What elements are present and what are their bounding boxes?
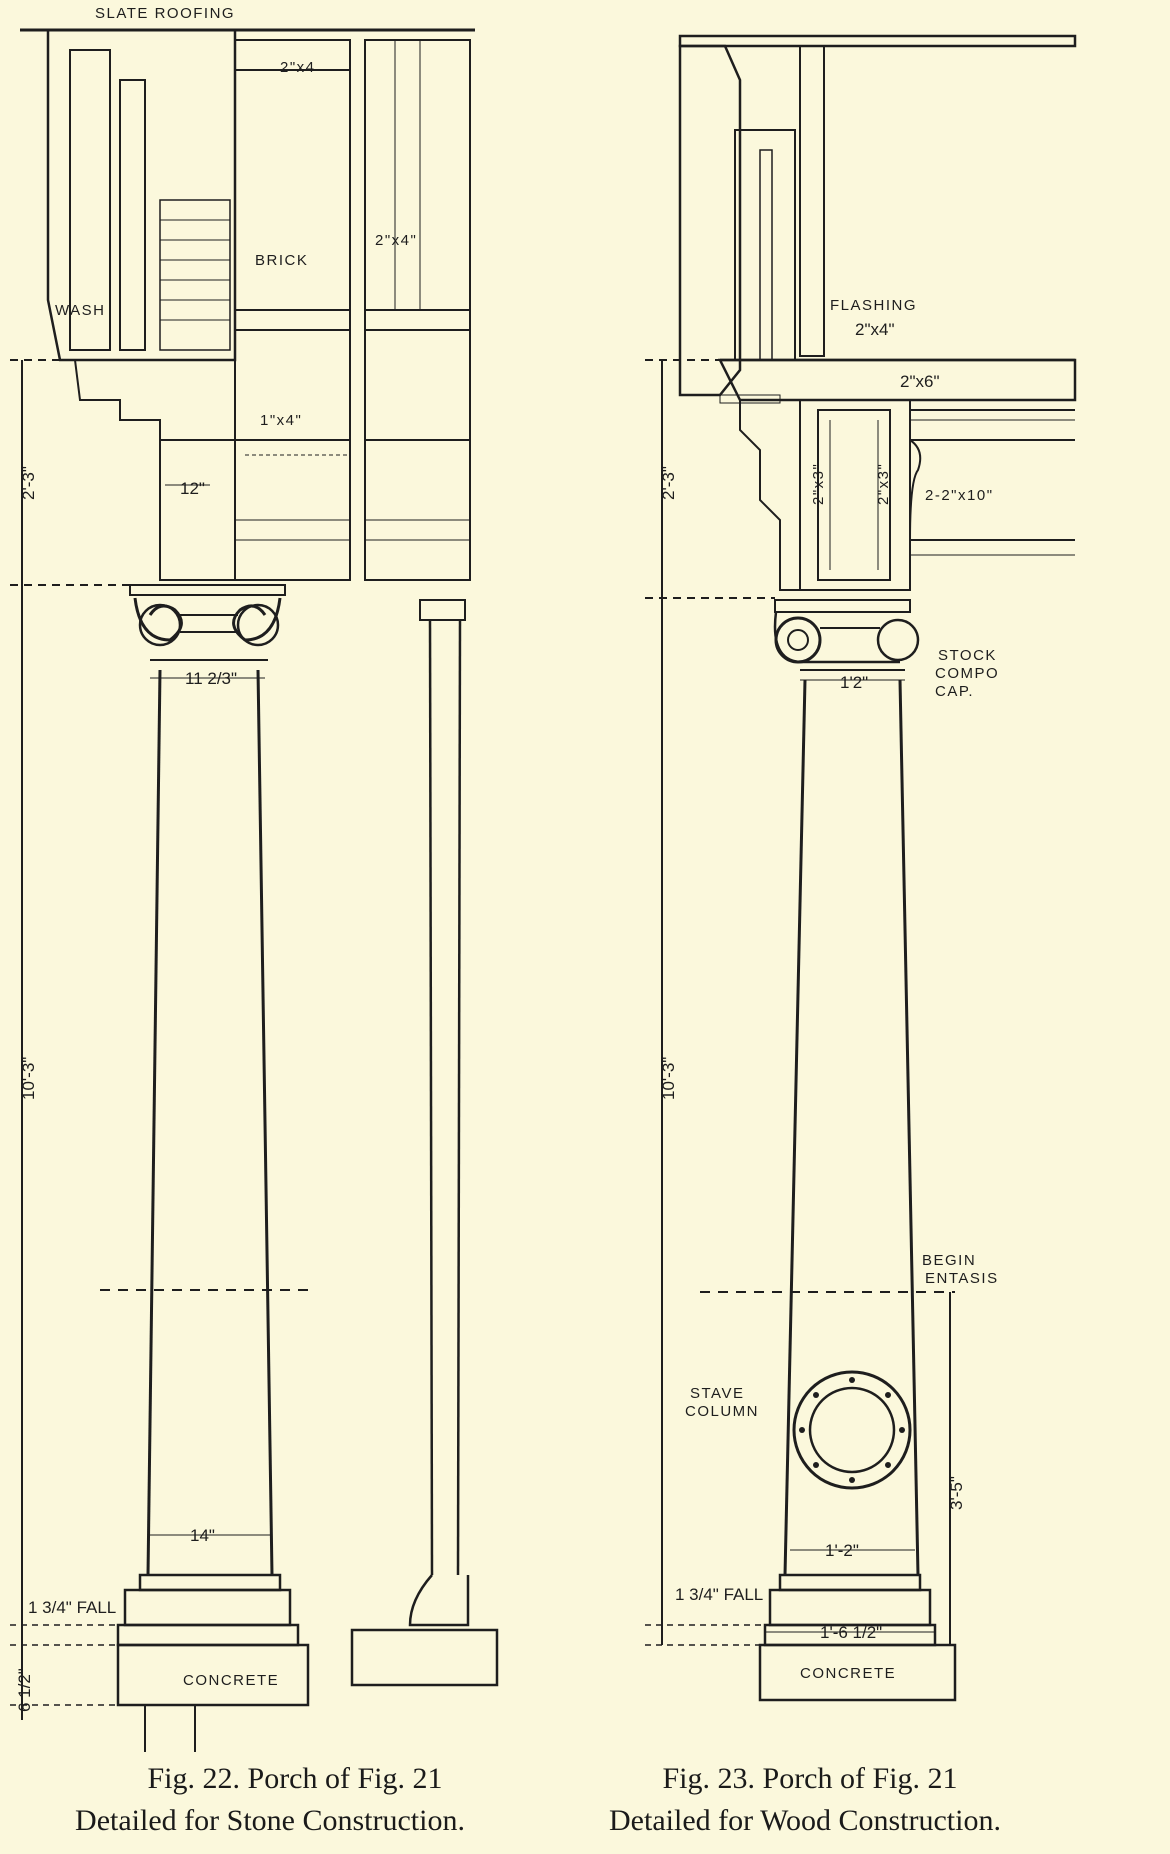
label-slate-roofing: SLATE ROOFING bbox=[95, 5, 235, 22]
fig22-labels: SLATE ROOFING 2"x4 BRICK WASH 2"x4" 1"x4… bbox=[15, 5, 417, 1712]
label-column: COLUMN bbox=[685, 1403, 759, 1420]
label-concrete: CONCRETE bbox=[800, 1665, 896, 1682]
fig22-framing bbox=[20, 28, 475, 581]
dim-block-width: 12" bbox=[180, 479, 205, 498]
fig23-caption-line1: Fig. 23. Porch of Fig. 21 bbox=[662, 1762, 957, 1795]
fig23-ionic-capital bbox=[773, 599, 920, 664]
fig23-concrete-footing bbox=[758, 1643, 957, 1702]
fig23-column-shaft bbox=[783, 669, 920, 1576]
dim-column-height: 10'-3" bbox=[659, 1057, 678, 1100]
fig23-cornice bbox=[678, 34, 1077, 404]
dim-column-height: 10'-3" bbox=[19, 1057, 38, 1100]
figure-23-wood-construction: FLASHING 2"x4" 2"x6" 2-2"x10" 2"x3" 2"x3… bbox=[609, 34, 1077, 1837]
label-cap: CAP. bbox=[935, 683, 974, 700]
fig22-ionic-capital bbox=[129, 584, 286, 647]
dim-base-diameter: 14" bbox=[190, 1526, 215, 1545]
fig23-caption-line2: Detailed for Wood Construction. bbox=[609, 1804, 1001, 1837]
label-2x4: 2"x4" bbox=[855, 320, 894, 339]
dim-entablature-height: 2'-3" bbox=[659, 466, 678, 500]
label-stock: STOCK bbox=[938, 647, 997, 664]
dim-fall: 1 3/4" FALL bbox=[28, 1598, 116, 1617]
fig22-dimension-lines bbox=[10, 359, 310, 1720]
label-1x4: 1"x4" bbox=[260, 412, 302, 429]
dim-base-height: 6 1/2" bbox=[15, 1668, 34, 1712]
label-2x4-top: 2"x4 bbox=[280, 59, 316, 76]
label-2x3-left: 2"x3" bbox=[810, 463, 827, 505]
fig23-stave-column-section bbox=[792, 1370, 912, 1490]
label-flashing: FLASHING bbox=[830, 297, 917, 314]
label-brick: BRICK bbox=[255, 252, 308, 269]
label-compo: COMPO bbox=[935, 665, 999, 682]
label-concrete: CONCRETE bbox=[183, 1672, 279, 1689]
dim-entablature-height: 2'-3" bbox=[19, 466, 38, 500]
label-stave: STAVE bbox=[690, 1385, 744, 1402]
fig23-dimension-lines bbox=[645, 359, 955, 1646]
fig22-caption-line2: Detailed for Stone Construction. bbox=[75, 1804, 465, 1837]
fig22-column-shaft bbox=[146, 659, 274, 1576]
label-2x6: 2"x6" bbox=[900, 372, 939, 391]
fig22-caption-line1: Fig. 22. Porch of Fig. 21 bbox=[147, 1762, 442, 1795]
fig23-labels: FLASHING 2"x4" 2"x6" 2-2"x10" 2"x3" 2"x3… bbox=[659, 297, 999, 1682]
label-begin: BEGIN bbox=[922, 1252, 976, 1269]
label-wash: WASH bbox=[55, 302, 105, 319]
label-entasis: ENTASIS bbox=[925, 1270, 999, 1287]
fig22-side-column bbox=[408, 599, 470, 1627]
dim-plinth-width: 1'-6 1/2" bbox=[820, 1623, 882, 1642]
fig23-frieze bbox=[739, 399, 1075, 591]
label-2x3-right: 2"x3" bbox=[875, 463, 892, 505]
figure-22-stone-construction: SLATE ROOFING 2"x4 BRICK WASH 2"x4" 1"x4… bbox=[10, 5, 499, 1837]
dim-neck-diameter: 1'2" bbox=[840, 673, 868, 692]
dim-neck-diameter: 11 2/3" bbox=[185, 669, 237, 688]
label-2-2x10: 2-2"x10" bbox=[925, 487, 994, 504]
dim-fall: 1 3/4" FALL bbox=[675, 1585, 763, 1604]
dim-entasis-height: 3'-5" bbox=[947, 1476, 966, 1510]
fig22-concrete-footing bbox=[116, 1628, 499, 1752]
label-2x4-side: 2"x4" bbox=[375, 232, 417, 249]
dim-lower-diameter: 1'-2" bbox=[825, 1541, 859, 1560]
fig22-column-base bbox=[116, 1573, 300, 1647]
